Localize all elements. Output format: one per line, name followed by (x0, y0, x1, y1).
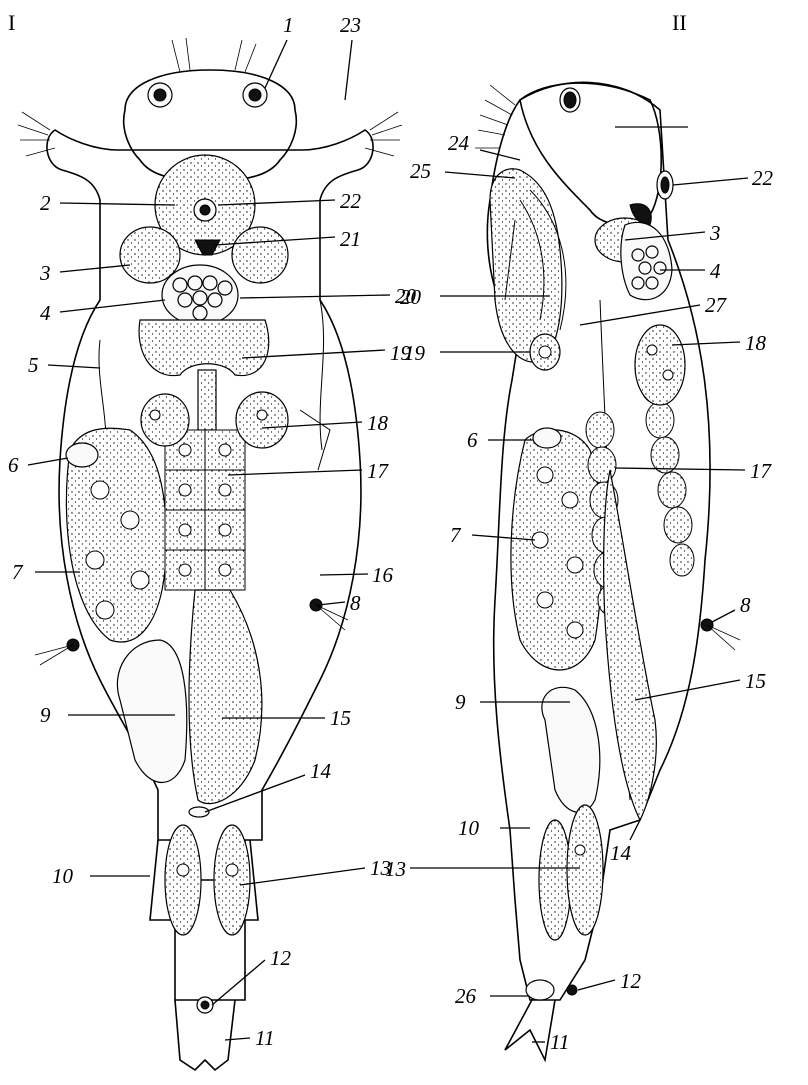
label-left-22: 22 (340, 189, 362, 213)
right-pedal-gland-right (567, 805, 603, 935)
label-right-15: 15 (745, 669, 766, 693)
left-intestine (189, 590, 262, 804)
label-right-12: 12 (620, 969, 642, 993)
label-right-26: 26 (455, 984, 477, 1008)
left-eyes (148, 83, 267, 107)
label-right-4: 4 (710, 259, 721, 283)
right-spur (567, 985, 577, 995)
label-right-8: 8 (740, 593, 751, 617)
left-oesophagus (139, 320, 269, 376)
label-right-25: 25 (410, 159, 431, 183)
right-gastric-gland (635, 325, 685, 405)
label-left-15: 15 (330, 706, 351, 730)
left-stomach-cells (165, 430, 245, 590)
label-right-22: 22 (752, 166, 774, 190)
right-head-cilia (475, 85, 515, 148)
label-right-24: 24 (448, 131, 470, 155)
label-left-2: 2 (40, 191, 51, 215)
label-left-11: 11 (255, 1026, 274, 1050)
label-right-18: 18 (745, 331, 767, 355)
label-right-11: 11 (550, 1030, 569, 1054)
label-left-7: 7 (12, 560, 24, 584)
label-right-10: 10 (458, 816, 480, 840)
left-bladder (117, 640, 186, 783)
label-right-19: 19 (404, 341, 426, 365)
right-stomach-cells (586, 367, 694, 615)
label-right-3: 3 (709, 221, 721, 245)
label-right-27: 27 (705, 293, 728, 317)
left-gland-left (120, 227, 180, 283)
label-left-14: 14 (310, 759, 332, 783)
label-left-3: 3 (39, 261, 51, 285)
label-left-6: 6 (8, 453, 19, 477)
label-left-1: 1 (283, 13, 294, 37)
label-left-18: 18 (367, 411, 389, 435)
specimen-lateral-view (475, 82, 740, 1060)
label-left-12: 12 (270, 946, 292, 970)
label-left-10: 10 (52, 864, 74, 888)
label-right-7: 7 (450, 523, 462, 547)
right-germarium (533, 428, 561, 448)
right-intestine (604, 470, 657, 820)
label-left-21: 21 (340, 227, 361, 251)
right-eye (560, 88, 580, 112)
label-left-9: 9 (40, 703, 51, 727)
right-bladder (542, 687, 600, 812)
label-left-8: 8 (350, 591, 361, 615)
left-pedal-gland-right (214, 825, 250, 935)
label-left-23: 23 (340, 13, 361, 37)
label-right-6: 6 (467, 428, 478, 452)
right-mastax (490, 169, 562, 362)
label-right-9: 9 (455, 690, 466, 714)
left-pedal-gland-left (165, 825, 201, 935)
right-pedal-gland-left (539, 820, 571, 940)
left-germarium (66, 443, 98, 467)
label-right-14: 14 (610, 841, 632, 865)
label-left-17: 17 (367, 459, 390, 483)
label-left-16: 16 (372, 563, 394, 587)
left-head-cilia (18, 38, 402, 156)
right-toe-base (526, 980, 554, 1000)
label-right-13: 13 (385, 857, 406, 881)
right-lateral-antenna (701, 619, 740, 650)
label-right-17: 17 (750, 459, 773, 483)
label-right-20: 20 (400, 285, 422, 309)
label-left-4: 4 (40, 301, 51, 325)
right-egg-cluster (621, 222, 672, 299)
label-left-5: 5 (28, 353, 39, 377)
left-gastric-gland-left (141, 394, 189, 446)
left-gland-right (232, 227, 288, 283)
